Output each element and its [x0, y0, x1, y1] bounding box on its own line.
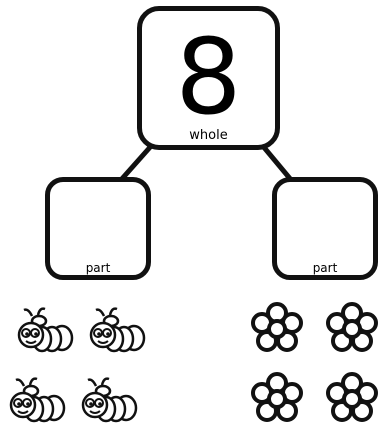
bee-icon	[78, 376, 140, 426]
whole-box: 8 whole	[137, 6, 280, 150]
part-box-left[interactable]: part	[45, 177, 151, 280]
connector-left	[120, 145, 152, 181]
flower-icon	[325, 302, 379, 356]
flower-icon	[325, 372, 379, 426]
whole-label: whole	[142, 128, 275, 143]
flower-icon	[250, 302, 304, 356]
connector-right	[262, 145, 292, 181]
bee-icon	[14, 306, 76, 356]
part-label-left: part	[50, 261, 146, 275]
part-label-right: part	[277, 261, 373, 275]
bee-icon	[6, 376, 68, 426]
part-box-right[interactable]: part	[272, 177, 378, 280]
bee-icon	[86, 306, 148, 356]
whole-number: 8	[142, 25, 275, 129]
flower-icon	[250, 372, 304, 426]
